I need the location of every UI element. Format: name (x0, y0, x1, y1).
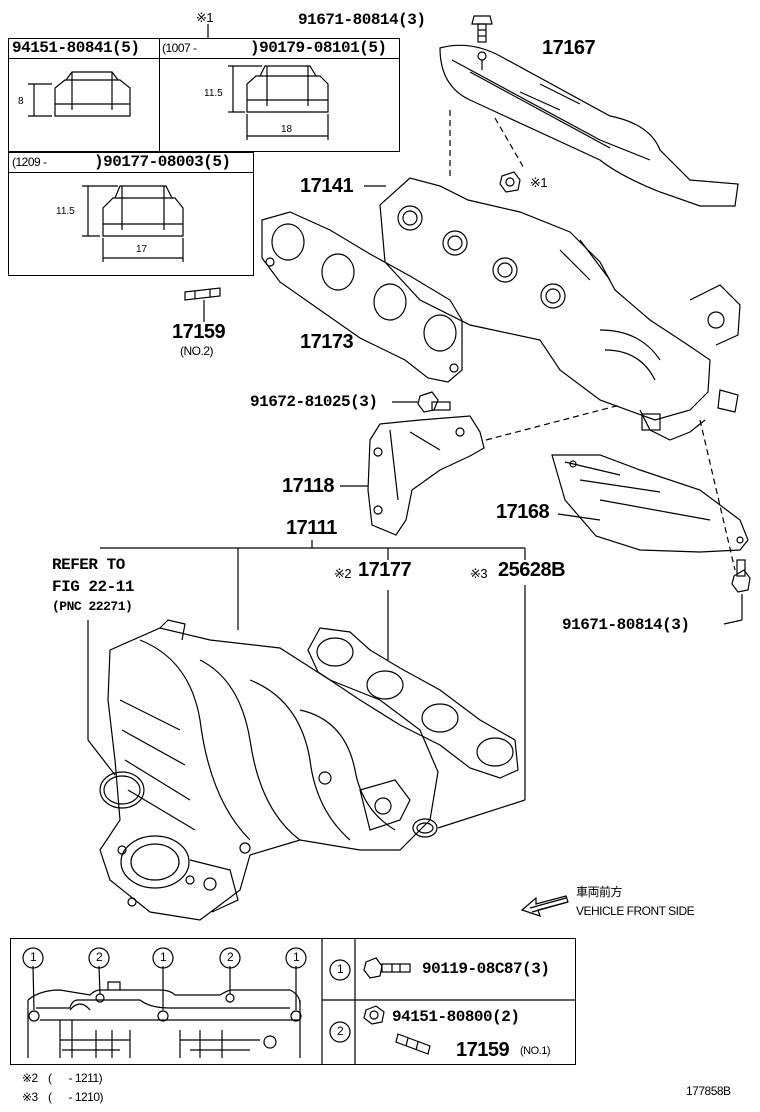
stay-17118-drawing (367, 415, 485, 536)
nut-b-dim-h: 11.5 (204, 88, 223, 99)
label-17159-no2-note: (NO.2) (180, 344, 214, 358)
vehicle-front-arrow (520, 895, 569, 917)
gasket-ring-25628b-drawing (412, 818, 438, 838)
nut-mark1-drawing (499, 171, 521, 193)
inset-note-mark: ※1 (196, 10, 214, 25)
footnote-2-text: ( - 1211) (48, 1071, 103, 1085)
inset-box-top (8, 38, 400, 152)
label-91671-top: 91671-80814(3) (298, 11, 426, 29)
nut-b-part: )90179-08101(5) (250, 39, 387, 57)
legend-circle-label-5: 1 (293, 950, 300, 964)
label-17118: 17118 (282, 475, 335, 497)
label-17111: 17111 (286, 517, 337, 539)
nut-c-dim-w: 17 (136, 244, 148, 255)
legend-circle-label-3: 1 (160, 950, 167, 964)
label-17177-mark: ※2 (334, 566, 352, 581)
bolt-91672-drawing (392, 391, 451, 413)
bolt-90119-drawing (363, 957, 411, 979)
heat-insulator-17167-drawing (439, 44, 739, 207)
label-91672: 91672-81025(3) (250, 393, 378, 411)
throttle-gasket-ring-drawing (99, 771, 145, 809)
nut-c-part: )90177-08003(5) (94, 153, 231, 171)
footnote-3-text: ( - 1210) (48, 1090, 104, 1104)
gasket-17177-drawing (307, 627, 519, 779)
inset-row-line-2 (8, 172, 254, 173)
bolt-91671-bottom-drawing (723, 559, 751, 625)
manifold-side-view-sketch (27, 965, 302, 1058)
legend-item2b-note: (NO.1) (520, 1045, 551, 1057)
figure-id: 177858B (686, 1084, 731, 1098)
label-17177: 17177 (358, 559, 412, 581)
legend-item2-part: 94151-80800(2) (392, 1008, 520, 1026)
legend-item2b-part: 17159 (456, 1039, 510, 1061)
legend-box (10, 938, 576, 1065)
footnote-2-mark: ※2 (22, 1071, 38, 1085)
gasket-17173-drawing (261, 211, 463, 383)
label-17168: 17168 (496, 501, 550, 523)
nut-94151-80800-drawing (363, 1005, 385, 1025)
stud-17159-no2-drawing (184, 287, 221, 322)
refer-line-1: REFER TO (52, 556, 125, 574)
inset-row-line (8, 58, 400, 59)
label-17173: 17173 (300, 331, 354, 353)
inset-divider (159, 38, 160, 152)
refer-line-3: (PNC 22271) (52, 599, 133, 614)
legend-item1-num: 1 (337, 962, 344, 976)
vehicle-front-jp: 車両前方 (576, 885, 623, 899)
label-25628-mark: ※3 (470, 566, 488, 581)
stud-17159-no1-drawing (395, 1033, 431, 1055)
label-mark1: ※1 (530, 175, 548, 190)
intake-manifold-17111-drawing (99, 619, 439, 921)
legend-item2-num: 2 (337, 1024, 344, 1038)
nut-b-dim-w: 18 (281, 124, 293, 135)
nut-c-range: (1209 - (12, 155, 47, 169)
label-25628b: 25628B (498, 559, 566, 581)
nut-c-dim-h: 11.5 (56, 206, 75, 217)
label-91671-bottom: 91671-80814(3) (562, 616, 690, 634)
bolt-91671-top-drawing (471, 15, 493, 43)
legend-circle-label-1: 1 (30, 950, 37, 964)
footnote-3-mark: ※3 (22, 1090, 38, 1104)
heat-insulator-17168-drawing (551, 454, 749, 553)
refer-line-2: FIG 22-11 (52, 578, 134, 596)
legend-circle-label-2: 2 (96, 950, 103, 964)
legend-circle-label-4: 2 (227, 950, 234, 964)
nut-b-range: (1007 - (162, 41, 197, 55)
label-17141: 17141 (300, 175, 354, 197)
label-17159-no2: 17159 (172, 321, 226, 343)
flange-nut-b-drawing (228, 65, 329, 140)
vehicle-front-en: VEHICLE FRONT SIDE (576, 904, 695, 918)
legend-item1-part: 90119-08C87(3) (422, 960, 550, 978)
nut-a-dim-h: 8 (18, 96, 24, 107)
label-17167: 17167 (542, 37, 596, 59)
nut-a-part: 94151-80841(5) (12, 39, 140, 57)
inset-box-bottom (8, 152, 254, 276)
flange-nut-c-drawing (82, 185, 184, 262)
flange-nut-a-drawing (28, 71, 131, 117)
exhaust-manifold-17141-drawing (379, 177, 741, 441)
